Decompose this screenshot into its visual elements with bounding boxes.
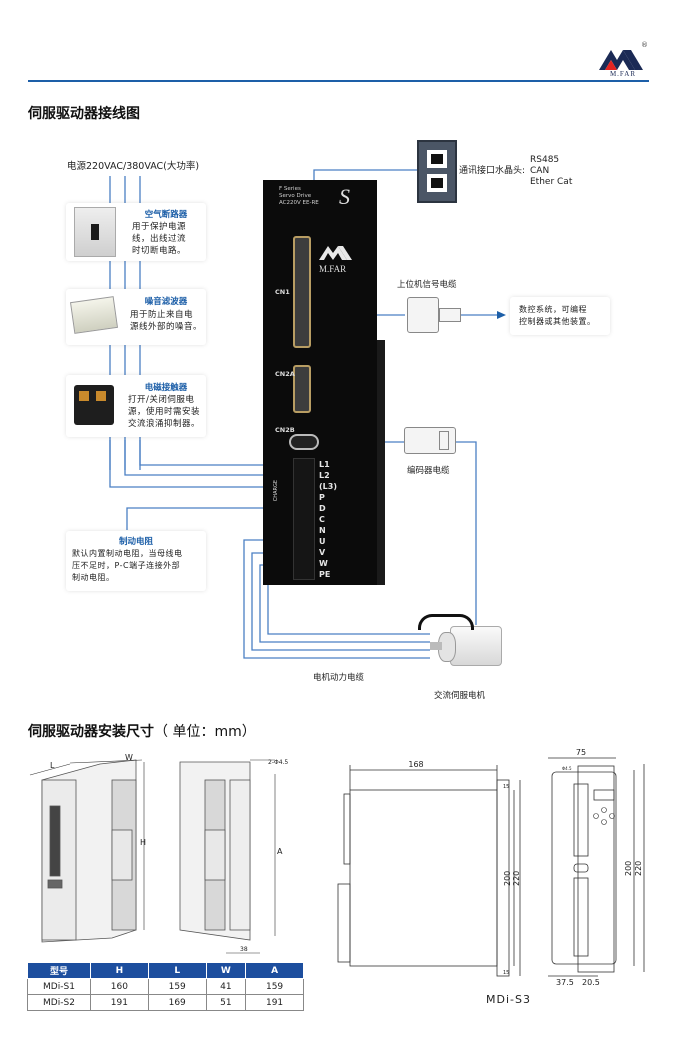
contactor-image [74,385,114,425]
dimensions-title: 伺服驱动器安装尺寸（ 单位：mm） [28,724,256,740]
s3-h220-label: 220 [512,871,521,886]
db-connector-plug [439,308,461,322]
s3-h200-label: 200 [503,871,512,886]
dim-l-label: L [50,761,55,770]
card-title: 噪音滤波器 [144,297,188,307]
terminal-label: U [319,537,326,546]
card-body: 默认内置制动电阻，当母线电 压不足时，P-C端子连接外部 制动电阻。 [72,549,183,582]
component-card-contactor: 电磁接触器 打开/关闭伺服电 源，使用时需安装 交流浪涌抑制器。 [66,375,206,437]
host-cable-label: 上位机信号电缆 [397,280,457,290]
terminal-label: P [319,493,325,502]
cn1-label: CN1 [275,288,290,296]
drive-label: F Series Servo Drive AC220V EE-RE [279,186,319,206]
comm-label: 通讯接口水晶头: [459,166,526,176]
s3-front-view: 75 Φ4.5 200 220 37.5 20.5 [548,748,645,987]
terminal-label: L1 [319,460,330,469]
dim-h-label: H [140,838,146,847]
component-card-breaker: 空气断路器 用于保护电源 线，出线过流 时切断电路。 [66,203,206,261]
card-body: 用于保护电源 线，出线过流 时切断电路。 [132,222,187,256]
unit-label: （ 单位：mm） [154,724,256,740]
table-header-row: 型号 H L W A [27,962,304,979]
s3-front-h200: 200 [624,861,633,876]
iso-drawing: L W H A 2-Φ4.5 38 [29,753,288,954]
table-row: MDi-S1 160 159 41 159 [27,978,304,995]
charge-label: CHARGE [273,480,279,502]
terminal-label: (L3) [319,482,337,491]
col-header: A [245,962,304,979]
col-header: W [205,962,247,979]
terminal-label: C [319,515,325,524]
comm-wire [313,169,420,180]
arrow-icon [497,311,506,319]
card-title: 电磁接触器 [144,383,188,393]
s3-depth-label: 168 [408,760,423,769]
drive-brand: M.FAR [319,264,347,274]
circuit-breaker-image [74,207,116,257]
dim-w-label: W [125,753,133,762]
servo-drive: F Series Servo Drive AC220V EE-RE S M.FA… [263,180,377,585]
terminal-label: D [319,504,326,513]
pitch-label: 38 [240,946,248,953]
s3-offset-right: 20.5 [582,978,600,987]
col-header: H [90,962,149,979]
host-device-box: 数控系统，可编程 控制器或其他装置。 [510,297,610,335]
comm-protocols: RS485 CAN Ether Cat [530,155,573,187]
wire-to-l3 [109,440,302,488]
col-header: 型号 [27,962,91,979]
mfar-logo-icon [599,50,643,70]
dim-a-label: A [277,847,283,856]
drive-logo-icon [319,246,352,260]
component-card-filter: 噪音滤波器 用于防止来自电 源线外部的噪音。 [66,289,206,345]
s3-front-h220: 220 [634,861,643,876]
cn2b-label: CN2B [275,426,295,434]
card-body: 用于防止来自电 源线外部的噪音。 [130,310,203,332]
drive-heatsink [377,340,385,585]
encoder-connector-icon [404,427,456,454]
brand-name: M.FAR [609,70,637,78]
motor-cable-label: 电机动力电缆 [313,673,365,683]
s3-width-label: 75 [576,748,586,757]
wire-to-l2 [124,440,302,476]
s3-offset-left: 37.5 [556,978,574,987]
table-row: MDi-S2 191 169 51 191 [27,994,304,1011]
terminal-label: V [319,548,326,557]
noise-filter-image [69,296,119,334]
header-rule [28,80,649,82]
registered-mark: ® [641,41,648,49]
encoder-cable-label: 编码器电缆 [407,466,450,476]
card-title: 空气断路器 [144,210,188,220]
db-connector-icon [407,297,439,333]
encoder-wire-b [455,441,477,625]
dimensions-table: 型号 H L W A MDi-S1 160 159 41 159 MDi-S2 … [27,962,304,1011]
terminal-block [293,458,315,580]
s3-caption: MDi-S3 [486,993,531,1006]
s3-margin-top: 15 [503,784,509,790]
cn2b-connector[interactable] [289,434,319,450]
cn2a-connector[interactable] [293,365,311,413]
cn2a-label: CN2A [275,370,295,378]
wiring-title: 伺服驱动器接线图 [28,106,140,122]
power-label: 电源220VAC/380VAC(大功率) [67,161,200,172]
terminal-label: L2 [319,471,330,480]
wire-to-l1 [139,440,302,466]
s3-hole-label: Φ4.5 [562,766,572,771]
brake-resistor-wire [126,507,302,530]
card-title: 制动电阻 [118,537,153,547]
terminal-label: N [319,526,326,535]
hole-label: 2-Φ4.5 [268,759,288,766]
card-body: 打开/关闭伺服电 源，使用时需安装 交流浪涌抑制器。 [128,395,201,429]
drive-model-letter: S [339,184,350,209]
terminal-label: W [319,559,328,568]
motor-wire-pe [267,576,430,635]
col-header: L [147,962,207,979]
cn1-connector[interactable] [293,236,311,348]
s3-margin-bottom: 15 [503,970,509,976]
terminal-label: PE [319,570,331,579]
rj45-port-icon [417,140,457,203]
s3-side-view: 168 200 220 15 15 [337,760,521,977]
component-card-brake-resistor: 制动电阻 默认内置制动电阻，当母线电 压不足时，P-C端子连接外部 制动电阻。 [66,531,206,591]
motor-label: 交流伺服电机 [434,691,486,701]
servo-motor-image [418,614,506,670]
brand-logo: ® M.FAR [597,41,649,80]
